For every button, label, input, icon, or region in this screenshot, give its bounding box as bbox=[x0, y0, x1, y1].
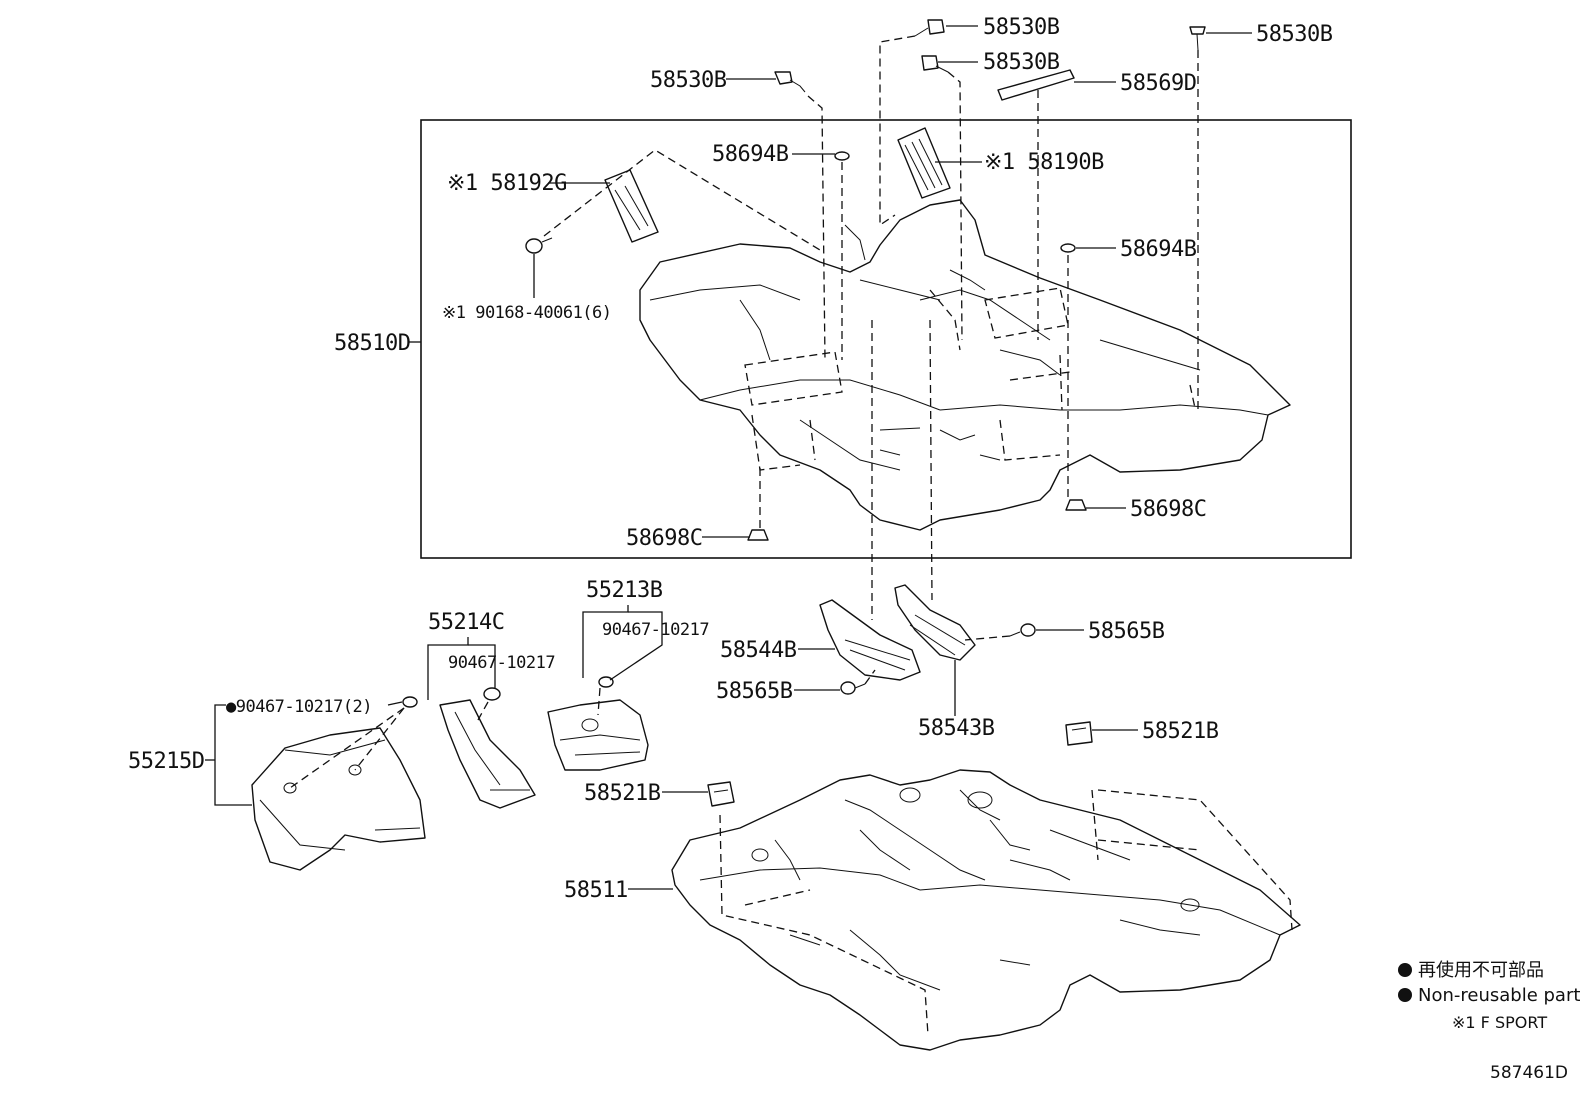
legend-note: ※1 F SPORT bbox=[1452, 1013, 1547, 1032]
label-58530B-b: 58530B bbox=[983, 15, 1060, 40]
label-55214C: 55214C bbox=[428, 610, 504, 635]
label-58530B-d: 58530B bbox=[1256, 22, 1333, 47]
label-55213B: 55213B bbox=[586, 578, 663, 603]
leader-lines bbox=[205, 25, 1252, 890]
floor-carpet-lower bbox=[671, 769, 1301, 1051]
label-58565B-a: 58565B bbox=[1088, 619, 1165, 644]
clip-90467-a bbox=[598, 676, 614, 688]
label-58544B: 58544B bbox=[720, 638, 797, 663]
label-58521B-a: 58521B bbox=[1142, 719, 1219, 744]
label-58190B: ※1 58190B bbox=[984, 150, 1104, 175]
label-58510D: 58510D bbox=[334, 331, 410, 356]
label-58521B-b: 58521B bbox=[584, 781, 661, 806]
label-90467-b: 90467-10217 bbox=[448, 653, 555, 673]
label-58192G: ※1 58192G bbox=[447, 171, 567, 196]
legend-en: Non-reusable part bbox=[1418, 985, 1580, 1006]
legend-jp: 再使用不可部品 bbox=[1418, 960, 1544, 981]
clip-58698C-b bbox=[1065, 499, 1087, 511]
label-58530B-a: 58530B bbox=[650, 68, 727, 93]
connection-lines bbox=[289, 35, 1199, 789]
label-58511: 58511 bbox=[564, 878, 628, 903]
legend-bullet-en bbox=[1398, 988, 1412, 1002]
label-90168: ※1 90168-40061(6) bbox=[442, 303, 612, 323]
screw-90168 bbox=[525, 237, 553, 254]
label-90467-a: 90467-10217 bbox=[602, 620, 709, 640]
clip-58698C-a bbox=[747, 529, 769, 541]
label-58569D: 58569D bbox=[1120, 71, 1196, 96]
label-55215D: 55215D bbox=[128, 749, 204, 774]
diagram-id: 587461D bbox=[1490, 1063, 1568, 1083]
plate-58192G bbox=[604, 169, 659, 243]
clip-58530B-a bbox=[774, 71, 806, 93]
label-58698C-b: 58698C bbox=[1130, 497, 1206, 522]
bracket-58544B bbox=[819, 599, 921, 681]
clip-58530B-c bbox=[921, 55, 949, 73]
bracket-58521B-b bbox=[707, 781, 735, 807]
label-58530B-c: 58530B bbox=[983, 50, 1060, 75]
cover-55215D bbox=[251, 727, 426, 871]
label-58694B-b: 58694B bbox=[1120, 237, 1197, 262]
cover-55214C bbox=[439, 699, 536, 809]
cover-55213B bbox=[547, 699, 649, 771]
floor-carpet-upper bbox=[639, 199, 1291, 531]
plate-58569D bbox=[997, 69, 1075, 101]
clip-58530B-b bbox=[914, 19, 945, 37]
carpet-assembly-frame bbox=[420, 119, 1352, 559]
bracket-58543B bbox=[894, 584, 976, 661]
clip-58530B-d bbox=[1189, 26, 1206, 51]
label-58698C-a: 58698C bbox=[626, 526, 702, 551]
screw-58565B-a bbox=[1009, 623, 1036, 637]
label-58565B-b: 58565B bbox=[716, 679, 793, 704]
legend-bullet-jp bbox=[1398, 963, 1412, 977]
plate-58190B bbox=[897, 127, 951, 199]
clip-90467-b bbox=[483, 687, 501, 701]
screw-58565B-b bbox=[840, 681, 866, 695]
label-90467-c: ●90467-10217(2) bbox=[226, 697, 372, 717]
legend: 再使用不可部品 Non-reusable part ※1 F SPORT bbox=[1398, 960, 1580, 1032]
upper-carpet-clip-guides bbox=[744, 287, 1196, 471]
clip-90467-c bbox=[402, 696, 418, 708]
label-58543B: 58543B bbox=[918, 716, 995, 741]
lower-carpet-clip-guides bbox=[719, 789, 1293, 1036]
grommet-58694B-b bbox=[1060, 243, 1076, 253]
grommet-58694B-a bbox=[834, 151, 850, 161]
label-58694B-a: 58694B bbox=[712, 142, 789, 167]
bracket-58521B-a bbox=[1065, 721, 1093, 746]
